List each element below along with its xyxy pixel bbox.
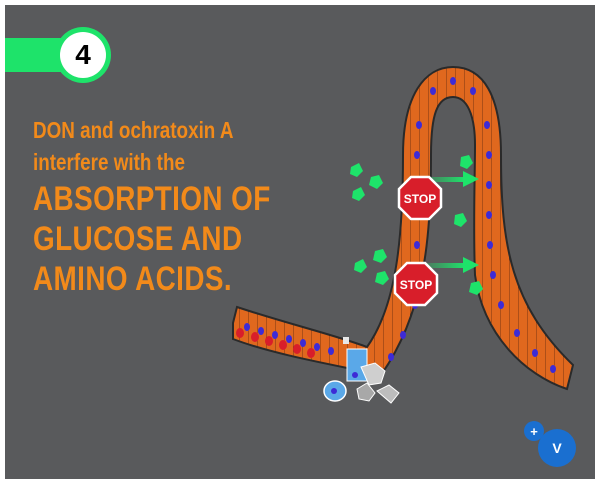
- headline-line-5: AMINO ACIDS.: [33, 260, 233, 298]
- red-cells: [236, 328, 315, 358]
- headline-line-4: GLUCOSE AND: [33, 220, 243, 258]
- stop-label-lower: STOP: [400, 278, 432, 292]
- absorption-arrows: [425, 171, 479, 273]
- intestinal-villus-illustration: STOP STOP: [232, 65, 575, 404]
- step-number-badge: 4: [55, 27, 111, 83]
- step-number: 4: [60, 32, 106, 78]
- damaged-cells: [323, 337, 400, 404]
- zoom-plus-icon[interactable]: +: [524, 421, 544, 441]
- stop-label-upper: STOP: [404, 192, 436, 206]
- villus-epithelium: [232, 65, 575, 391]
- headline-line-3: ABSORPTION OF: [33, 180, 271, 218]
- zoom-control[interactable]: + V: [524, 421, 578, 467]
- zoom-button[interactable]: V: [538, 429, 576, 467]
- headline-line-2: interfere with the: [33, 149, 185, 175]
- headline-line-1: DON and ochratoxin A: [33, 117, 234, 143]
- headline: DON and ochratoxin A interfere with the …: [33, 119, 279, 302]
- slide-panel: 4 DON and ochratoxin A interfere with th…: [5, 5, 595, 479]
- stop-sign-lower: STOP: [393, 261, 439, 307]
- nutrient-molecules: [350, 155, 483, 295]
- stop-sign-upper: STOP: [397, 175, 443, 221]
